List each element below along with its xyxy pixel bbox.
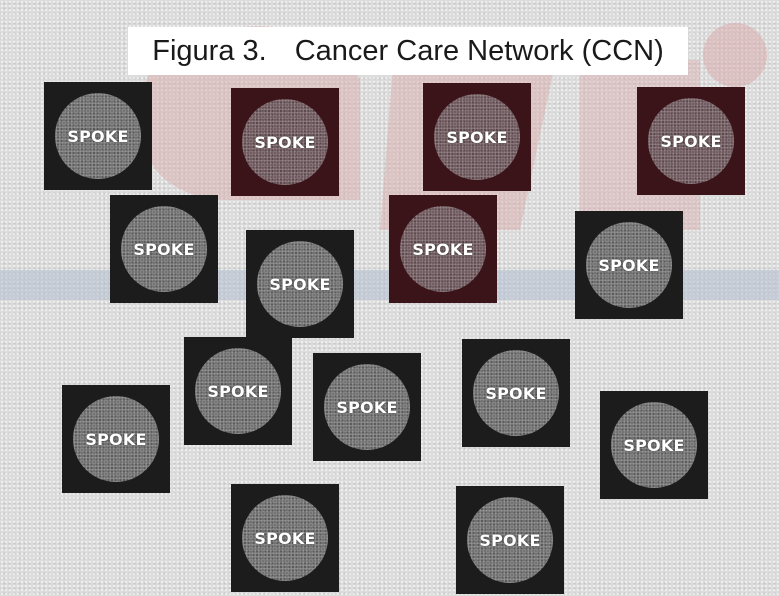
spoke-label: SPOKE <box>598 255 660 275</box>
figure-title-box: Figura 3. Cancer Care Network (CCN) <box>128 27 688 75</box>
spoke-label: SPOKE <box>336 397 398 417</box>
spoke-circle: SPOKE <box>324 364 410 450</box>
spoke-circle: SPOKE <box>648 98 734 184</box>
spoke-label: SPOKE <box>660 131 722 151</box>
spoke-node: SPOKE <box>44 82 152 190</box>
spoke-node: SPOKE <box>110 195 218 303</box>
spoke-circle: SPOKE <box>73 396 159 482</box>
figure-number: Figura 3. <box>152 34 267 67</box>
spoke-circle: SPOKE <box>586 222 672 308</box>
spoke-label: SPOKE <box>133 239 195 259</box>
figure-title-text: Cancer Care Network (CCN) <box>294 34 664 67</box>
spoke-circle: SPOKE <box>242 495 328 581</box>
spoke-node: SPOKE <box>462 339 570 447</box>
spoke-label: SPOKE <box>254 528 316 548</box>
spoke-circle: SPOKE <box>400 206 486 292</box>
spoke-node: SPOKE <box>184 337 292 445</box>
spoke-node: SPOKE <box>423 83 531 191</box>
spoke-circle: SPOKE <box>434 94 520 180</box>
spoke-node: SPOKE <box>389 195 497 303</box>
spoke-node: SPOKE <box>600 391 708 499</box>
spoke-circle: SPOKE <box>242 99 328 185</box>
spoke-node: SPOKE <box>62 385 170 493</box>
spoke-circle: SPOKE <box>467 497 553 583</box>
spoke-node: SPOKE <box>231 484 339 592</box>
spoke-node: SPOKE <box>575 211 683 319</box>
spoke-node: SPOKE <box>637 87 745 195</box>
spoke-label: SPOKE <box>623 435 685 455</box>
spoke-label: SPOKE <box>446 127 508 147</box>
spoke-circle: SPOKE <box>55 93 141 179</box>
spoke-circle: SPOKE <box>121 206 207 292</box>
spoke-circle: SPOKE <box>257 241 343 327</box>
spoke-circle: SPOKE <box>611 402 697 488</box>
spoke-label: SPOKE <box>254 132 316 152</box>
spoke-label: SPOKE <box>207 381 269 401</box>
spoke-label: SPOKE <box>485 383 547 403</box>
spoke-label: SPOKE <box>85 429 147 449</box>
spoke-circle: SPOKE <box>473 350 559 436</box>
spoke-label: SPOKE <box>67 126 129 146</box>
spoke-node: SPOKE <box>313 353 421 461</box>
spoke-label: SPOKE <box>269 274 331 294</box>
figure-title: Figura 3. Cancer Care Network (CCN) <box>152 35 663 68</box>
spoke-label: SPOKE <box>479 530 541 550</box>
spoke-node: SPOKE <box>456 486 564 594</box>
spoke-circle: SPOKE <box>195 348 281 434</box>
spoke-node: SPOKE <box>231 88 339 196</box>
spoke-node: SPOKE <box>246 230 354 338</box>
spoke-label: SPOKE <box>412 239 474 259</box>
